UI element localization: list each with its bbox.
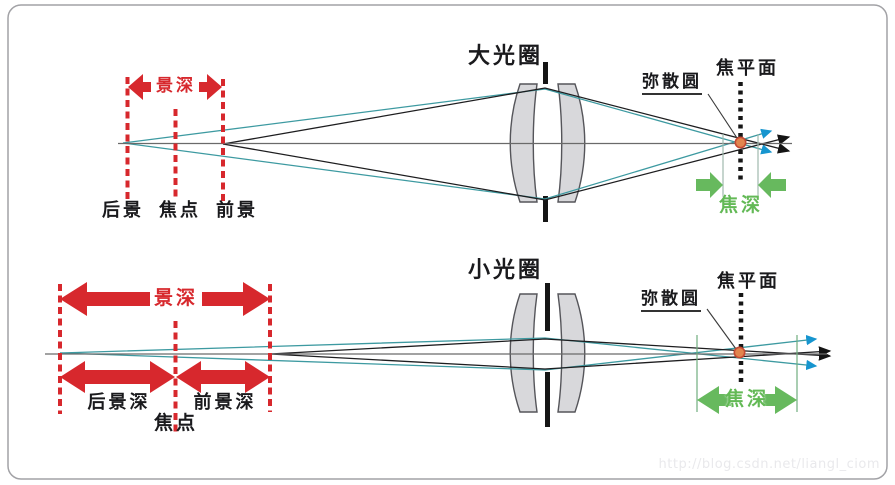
top-focal-plane-label: 焦平面 [716,58,779,79]
top-coc-pointer-line [707,93,738,139]
frame-border [7,4,888,480]
top-coc-label: 弥散圆 [642,74,702,95]
watermark-text: http://blog.csdn.net/liangl_ciom [658,457,880,472]
bottom-dashed-planes [58,284,272,432]
bottom-aperture-blade-lower [545,372,550,427]
top-diagram [118,62,792,222]
bottom-dof-arrow-left [60,282,150,316]
top-focus-depth-arrows [696,172,786,198]
bottom-teal-ray-upper [59,337,818,371]
top-front-label: 前景 [216,200,258,221]
bottom-coc-dot [733,346,746,359]
bottom-aperture-label: 小光圈 [468,258,544,283]
top-coc-dot [734,136,747,149]
top-aperture-blade-upper [543,62,548,84]
top-rays [118,87,792,201]
top-back-label: 后景 [102,200,144,221]
bottom-dof-arrows [60,282,270,393]
bottom-focus-depth-arrow-right [763,386,797,414]
bottom-black-ray-lower [269,346,832,370]
top-teal-ray-upper [122,88,773,155]
top-focus-depth-arrow-right [758,172,786,198]
bottom-focus-depth-label: 焦深 [724,388,770,410]
top-aperture-label: 大光圈 [468,44,544,69]
top-dof-arrows [128,74,222,100]
top-focus-depth-label: 焦深 [718,194,764,216]
bottom-coc-label: 弥散圆 [641,291,701,312]
top-teal-ray-lower [122,128,773,200]
bottom-focus-depth-arrows [697,386,797,414]
bottom-back-dof-arrow [60,361,175,393]
bottom-focal-plane-label: 焦平面 [717,271,780,292]
top-dof-arrow-right [199,74,222,100]
top-black-ray-lower [222,134,791,201]
top-dashed-planes [125,77,225,201]
bottom-dof-arrow-right [202,282,270,316]
top-focus-label: 焦点 [159,200,201,221]
bottom-aperture-blade-upper [545,283,550,331]
bottom-front-dof-label: 前景深 [193,392,257,413]
bottom-dof-label: 景深 [153,287,199,309]
bottom-back-dof-label: 后景深 [87,392,151,413]
bottom-front-dof-arrow [176,361,270,393]
bottom-lens-left-element [509,293,538,413]
bottom-rays [45,334,832,371]
top-black-ray-upper [222,87,791,154]
bottom-focus-depth-arrow-left [697,386,731,414]
top-dof-label: 景深 [156,76,196,96]
top-dof-arrow-left [128,74,151,100]
bottom-diagram [45,282,832,432]
bottom-lens-right-element [557,293,586,413]
top-focus-depth-arrow-left [696,172,723,198]
bottom-coc-pointer-line [706,308,737,350]
bottom-focus-label: 焦点 [153,412,199,434]
bottom-lens-group [509,283,586,427]
top-aperture-blade-lower [543,196,548,222]
